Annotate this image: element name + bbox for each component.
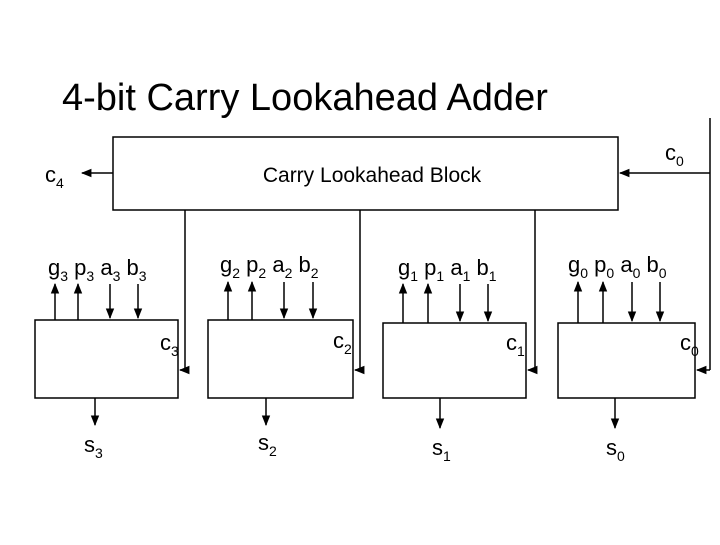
- carry-lookahead-block: [112, 136, 619, 211]
- stage1-input-labels: g1 p1 a1 b1: [398, 255, 497, 284]
- adder-stage-0: [557, 322, 696, 399]
- c1-label: c1: [506, 330, 525, 359]
- s2-label: s2: [258, 430, 277, 459]
- s1-label: s1: [432, 435, 451, 464]
- stage0-input-labels: g0 p0 a0 b0: [568, 252, 667, 281]
- diagram-title: 4-bit Carry Lookahead Adder: [62, 77, 548, 119]
- carry-lookahead-block-label: Carry Lookahead Block: [263, 164, 482, 187]
- stage2-input-labels: g2 p2 a2 b2: [220, 252, 319, 281]
- adder-stage-2: [207, 319, 354, 399]
- adder-stage-1: [382, 322, 527, 399]
- s0-label: s0: [606, 435, 625, 464]
- adder-stage-3: [34, 319, 179, 399]
- c2-label: c2: [333, 328, 352, 357]
- c3-label: c3: [160, 330, 179, 359]
- c0-stage0-label: c0: [680, 330, 699, 359]
- c0-top-label: c0: [665, 140, 684, 169]
- c4-label: c4: [45, 162, 64, 191]
- s3-label: s3: [84, 432, 103, 461]
- stage3-input-labels: g3 p3 a3 b3: [48, 255, 147, 284]
